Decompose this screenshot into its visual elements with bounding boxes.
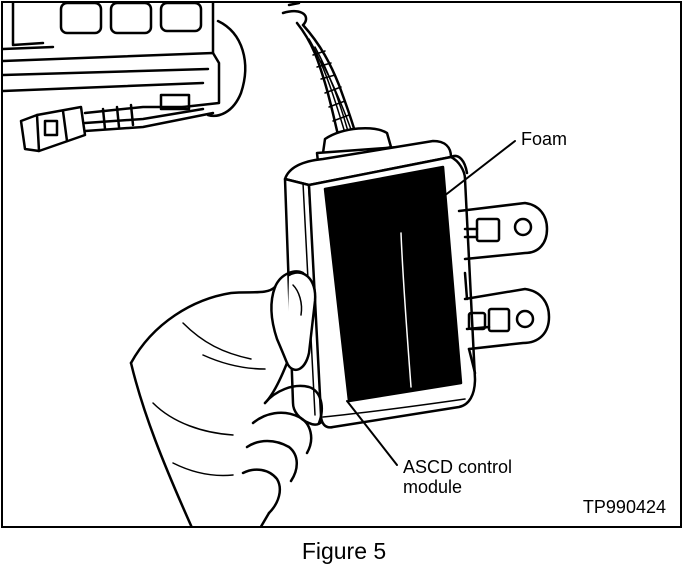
module-illustration [3,3,551,526]
foam-leader-line [416,140,516,218]
connector [19,93,215,153]
module-label-line-2: module [403,477,463,497]
module-leader-line [346,400,398,466]
foam-label: Foam [521,129,568,149]
module-label: ASCD control module [403,457,512,497]
figure-caption: Figure 5 [301,538,387,564]
dashboard-panel [3,3,247,117]
figure-frame: Foam ASCD control module TP990424 [1,1,682,528]
ascd-control-module [283,139,551,429]
figure-code: TP990424 [582,497,666,517]
hand [129,270,323,526]
module-label-line-1: ASCD control [403,457,513,477]
wire-harness [281,3,405,173]
